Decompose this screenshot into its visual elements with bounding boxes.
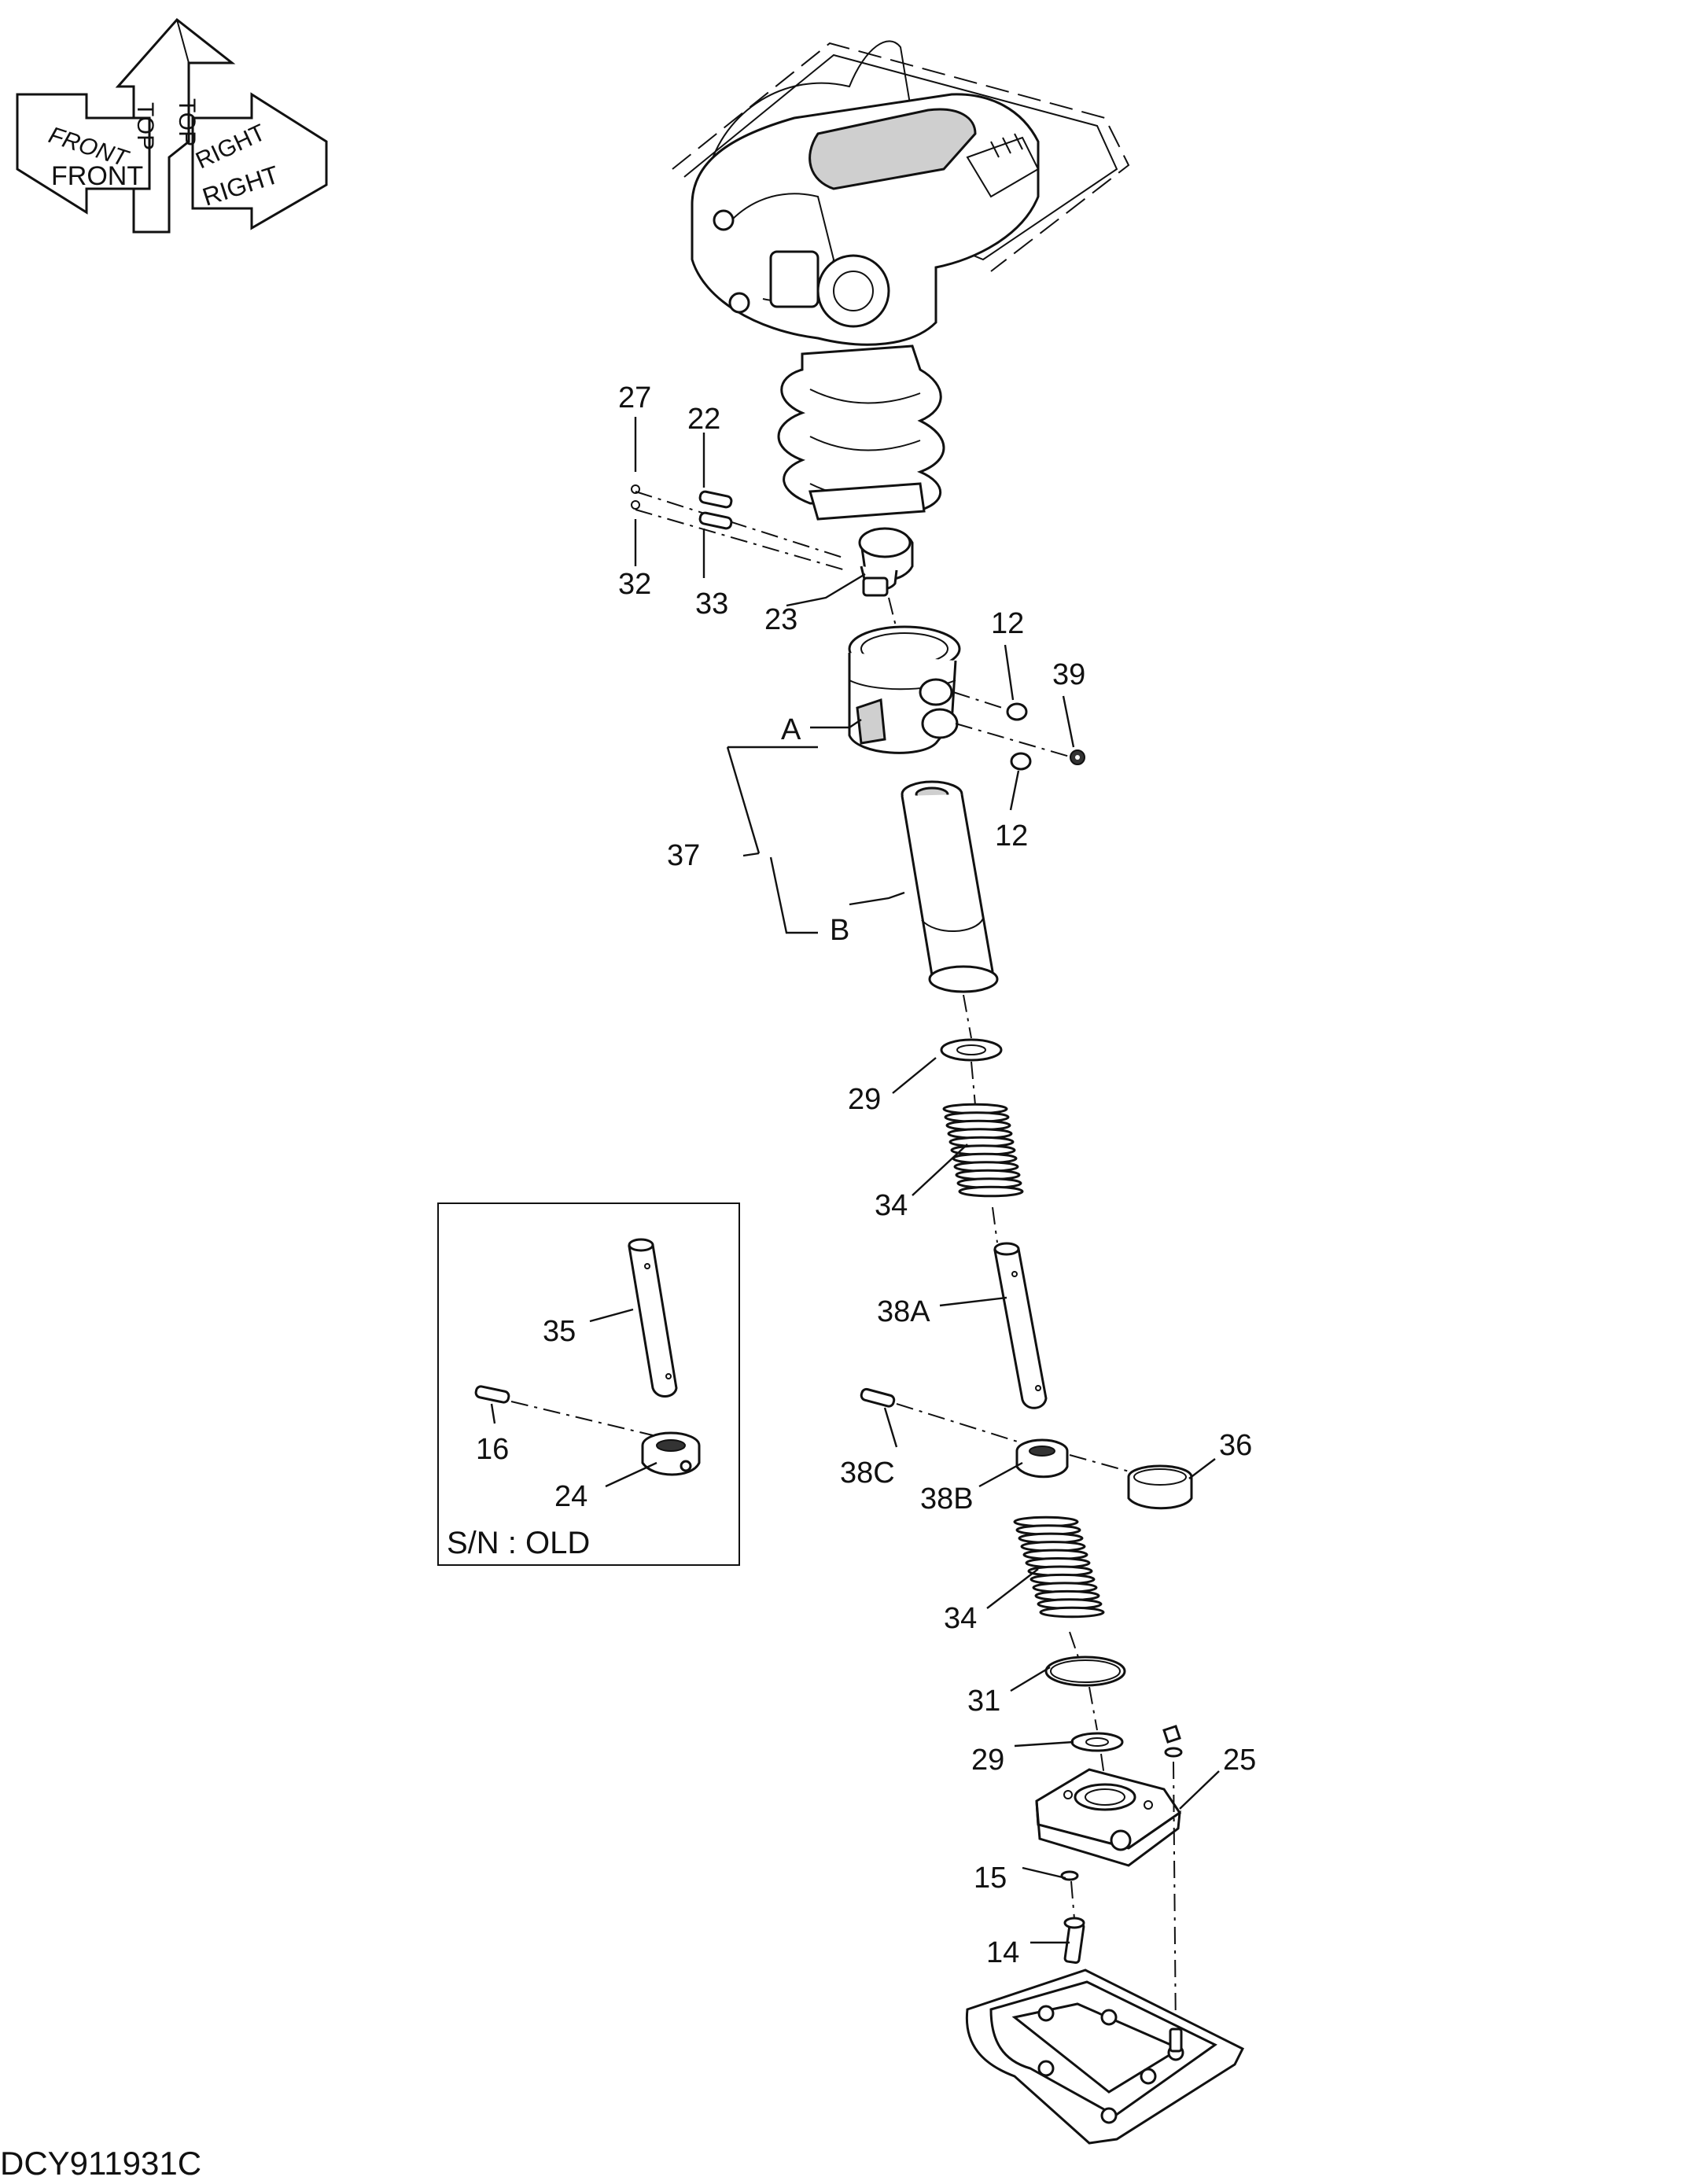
top-label-side: TOP [174,98,200,146]
callout-12-lower: 12 [995,819,1028,853]
top-label: TOP [132,102,158,150]
callout-37: 37 [667,839,700,872]
callout-24: 24 [554,1480,587,1513]
callout-27: 27 [618,381,651,414]
sleeve-b [901,780,999,993]
callout-22: 22 [687,403,720,436]
callout-16: 16 [476,1433,509,1466]
callout-34-upper: 34 [875,1189,908,1222]
callout-38a: 38A [877,1295,930,1328]
drawing-code: DCY911931C [0,2145,201,2180]
collar-38b [1015,1438,1069,1479]
callout-12-upper: 12 [991,607,1024,640]
callout-34-lower: 34 [944,1602,977,1635]
callout-32: 32 [618,568,651,601]
callout-33: 33 [695,587,728,621]
leader-lines [490,417,1220,1944]
callout-29-lower: 29 [971,1744,1004,1777]
callout-35: 35 [543,1315,576,1348]
base-25 [1035,1768,1182,1867]
callout-a: A [781,713,801,746]
connecting-rod-23 [858,527,914,597]
spring-34-lower [1013,1516,1105,1619]
callout-b: B [830,914,849,947]
callout-14: 14 [986,1936,1019,1969]
engine-assembly [672,40,1130,521]
callout-31: 31 [967,1685,1000,1718]
callout-39: 39 [1052,658,1085,691]
front-label: FRONT [51,161,143,191]
inset-old-serial: S/N : OLD [437,1202,740,1566]
orientation-arrows-icon: FRONT FRONT TOP TOP RIGHT RIGHT [16,17,328,234]
callout-15: 15 [974,1862,1007,1895]
callouts: 27 22 32 33 23 12 39 12 A 37 B 29 34 38A… [476,381,1256,1969]
rod-38a [993,1242,1048,1409]
callout-38b: 38B [920,1482,974,1516]
callout-36: 36 [1219,1429,1252,1462]
foot-plate [965,1969,1245,2145]
callout-23: 23 [764,603,797,636]
callout-38c: 38C [840,1457,895,1490]
callout-29-upper: 29 [848,1083,881,1116]
callout-25: 25 [1223,1744,1256,1777]
spring-34-upper [942,1103,1024,1198]
inset-caption: S/N : OLD [447,1526,590,1560]
cylinder-a [848,625,961,754]
ring-36 [1127,1464,1193,1510]
